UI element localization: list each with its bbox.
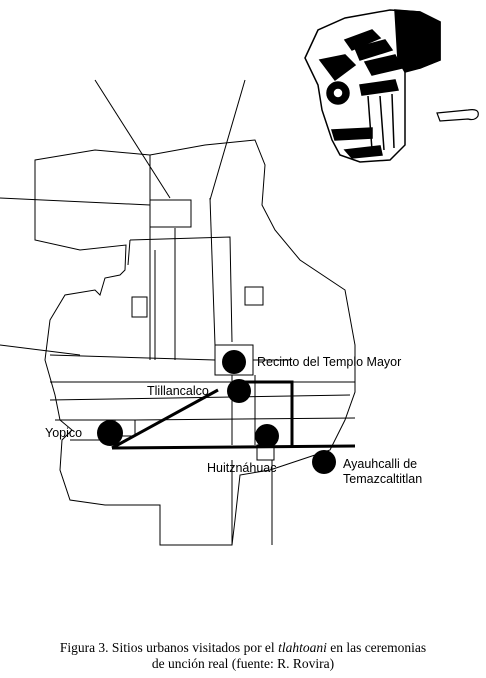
road-west	[0, 197, 151, 206]
square-west	[131, 296, 148, 318]
label-ayauhcalli-line2: Temazcaltitlan	[343, 472, 423, 486]
speech-scroll-icon	[436, 109, 479, 122]
inner-block	[129, 236, 233, 343]
square-north	[149, 199, 192, 228]
route-yopico-tlillan	[111, 388, 219, 450]
caption-line1: Figura 3. Sitios urbanos visitados por e…	[59, 640, 427, 655]
label-ayauhcalli-line1: Ayauhcalli de	[343, 457, 418, 471]
route-templo-huitz	[240, 380, 294, 448]
city-map	[0, 9, 479, 546]
dot-yopico	[97, 420, 123, 446]
road-north-east	[209, 79, 246, 201]
dot-huitznahuac	[255, 424, 279, 448]
label-huitznahuac: Huitznáhuac	[207, 461, 277, 475]
caption-line2: de unción real (fuente: R. Rovira)	[151, 656, 335, 671]
dot-tlillancalco	[227, 379, 251, 403]
island-outline	[34, 139, 356, 546]
figure-caption: Figura 3. Sitios urbanos visitados por e…	[0, 640, 486, 672]
dot-ayauhcalli	[312, 450, 336, 474]
label-templo: Recinto del Templo Mayor	[257, 355, 402, 369]
dot-templo	[222, 350, 246, 374]
label-yopico: Yopico	[45, 426, 83, 440]
road-north-west	[94, 79, 171, 199]
label-tlillancalco: Tlillancalco	[147, 384, 209, 398]
route-south	[111, 444, 356, 450]
square-east	[244, 286, 264, 306]
glyph-head-icon	[304, 9, 441, 163]
